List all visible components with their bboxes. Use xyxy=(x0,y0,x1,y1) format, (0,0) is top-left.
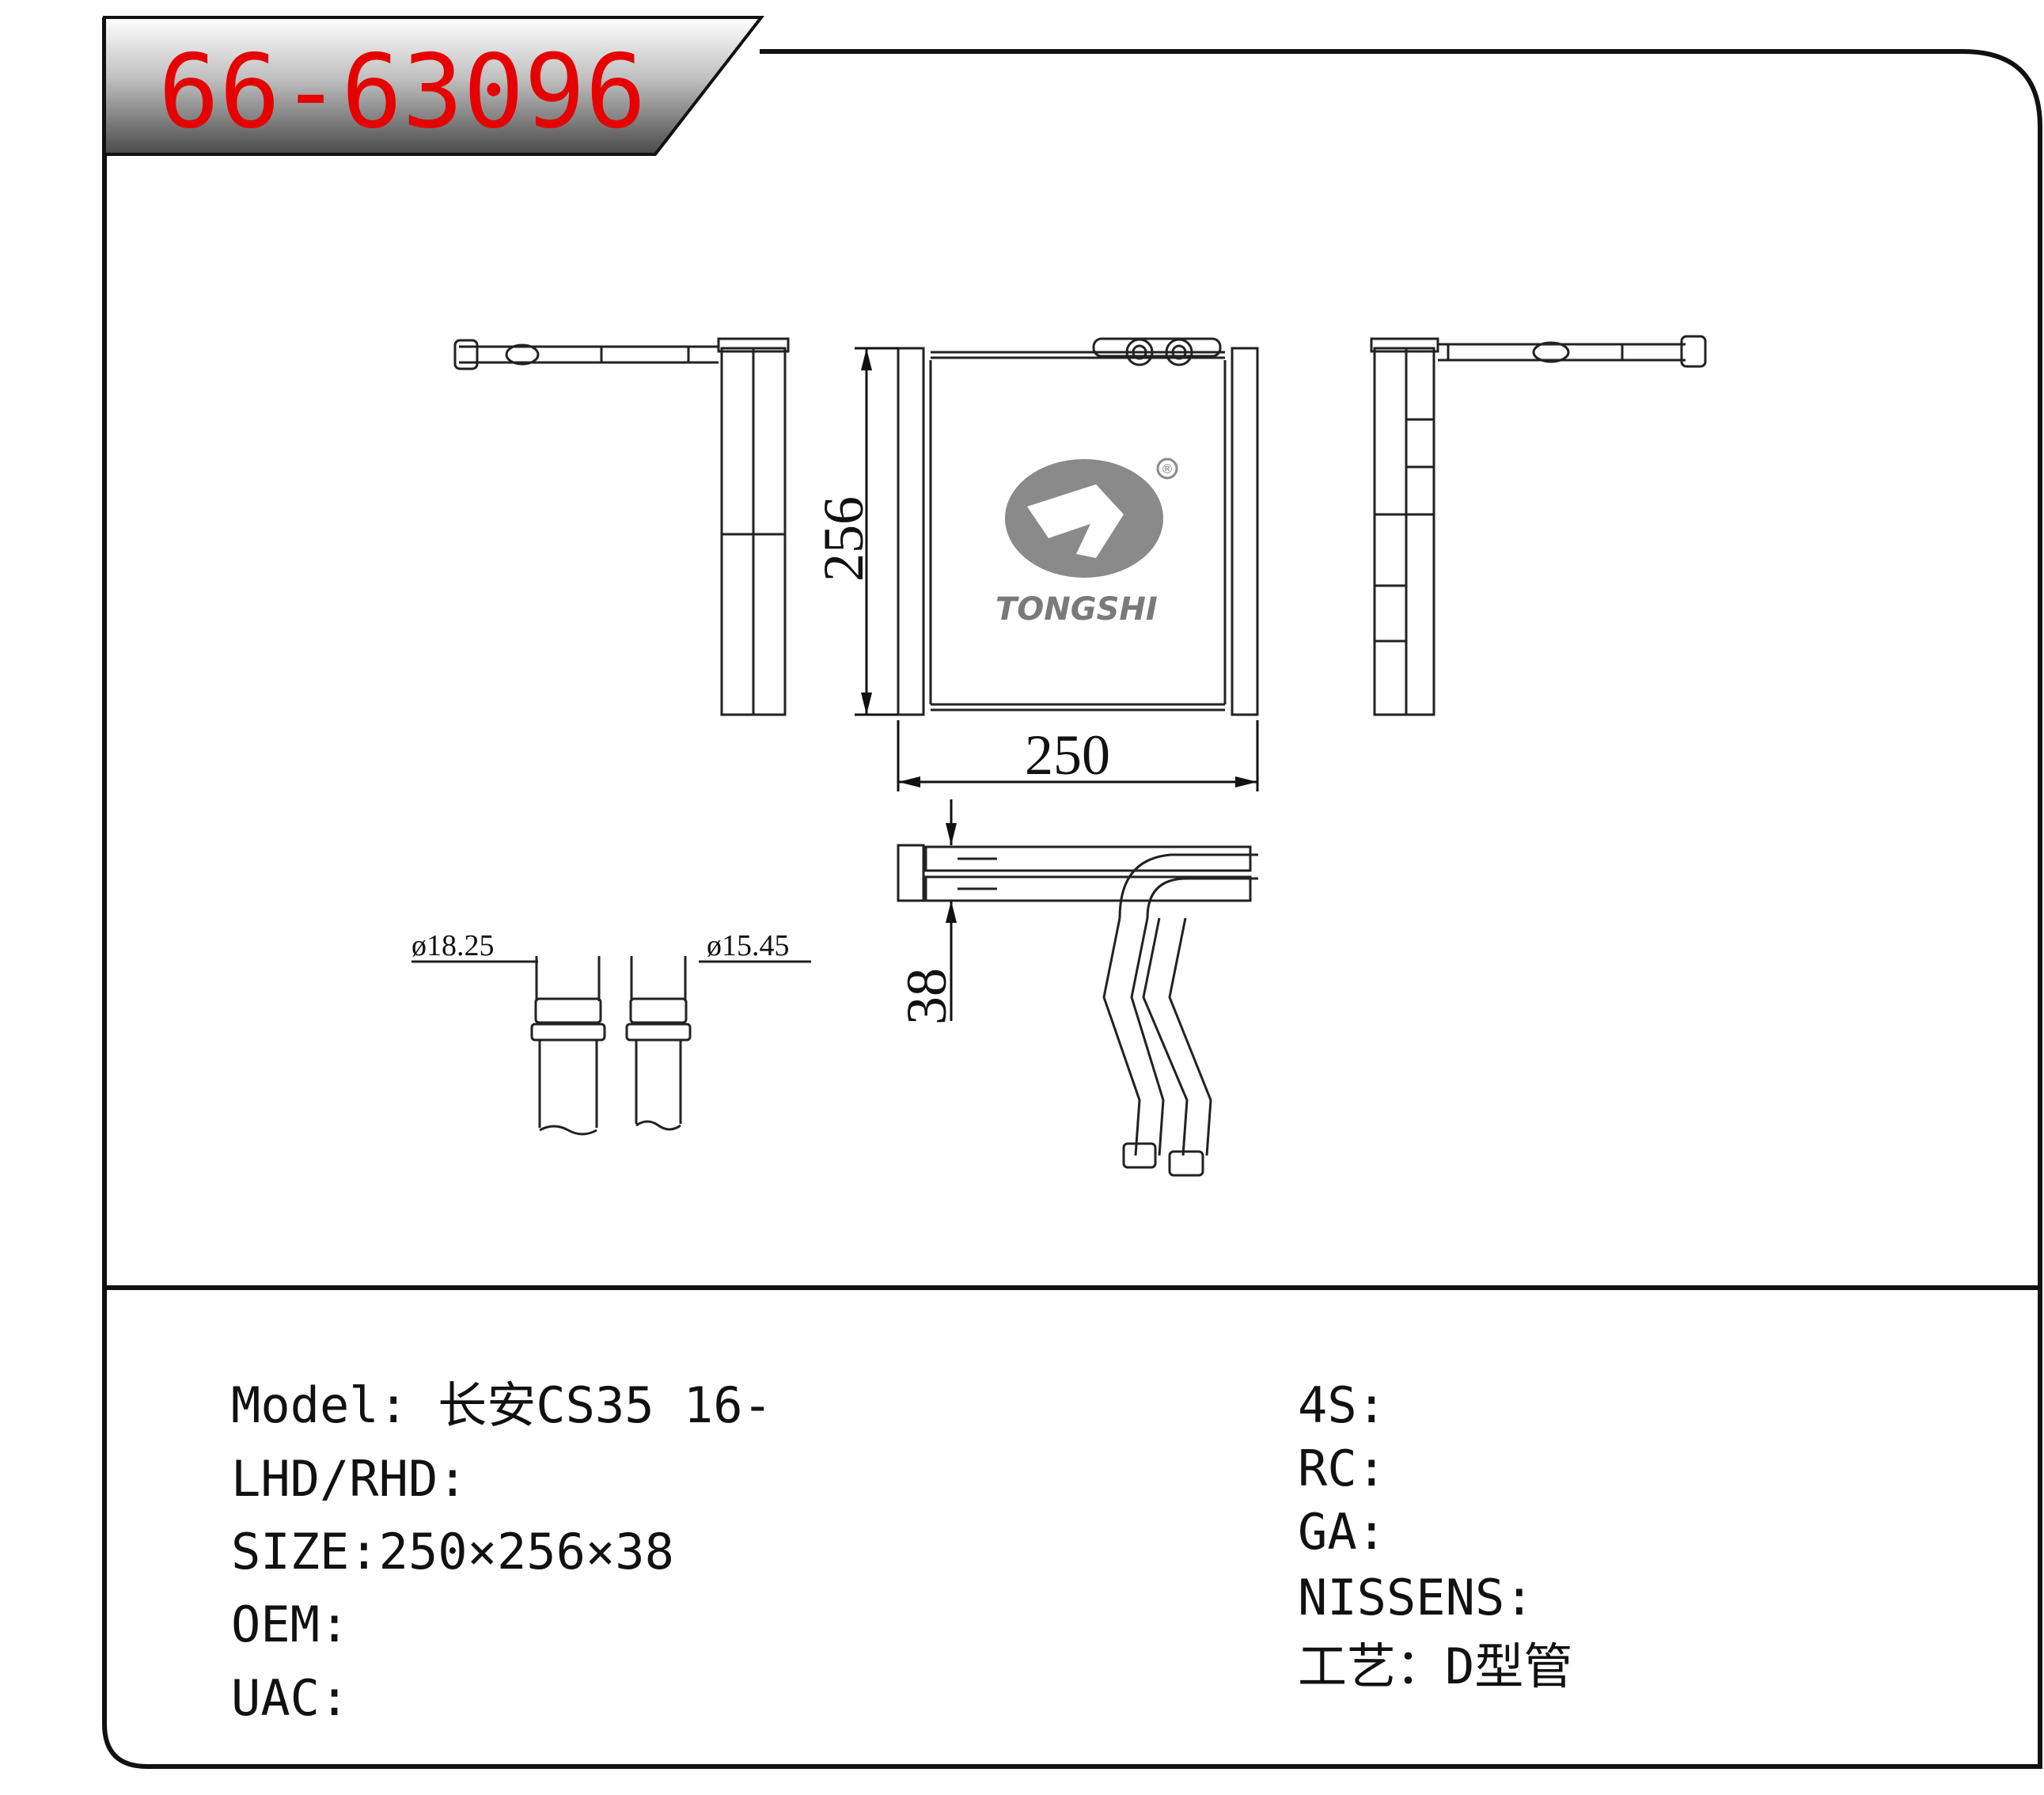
right-side-view xyxy=(1370,335,1707,716)
pipe-dia-1-label: ø18.25 xyxy=(411,929,495,962)
spec-nissens: NISSENS: xyxy=(1298,1569,1534,1626)
pipe-dia-2-label: ø15.45 xyxy=(707,929,790,962)
pipe-fitting-1 xyxy=(411,956,606,1136)
registered-mark: ® xyxy=(1161,461,1174,476)
spec-process: 工艺：D型管 xyxy=(1298,1638,1573,1695)
part-code-tab: 66-63096 xyxy=(103,16,765,156)
dimension-width xyxy=(897,720,1259,791)
spec-uac: UAC: xyxy=(231,1669,350,1727)
spec-4s: 4S: xyxy=(1298,1376,1386,1434)
dimension-depth-label: 38 xyxy=(895,968,958,1025)
dimension-depth xyxy=(946,799,957,1021)
spec-model: Model: 长安CS35 16- xyxy=(231,1376,772,1434)
spec-ga: GA: xyxy=(1298,1503,1386,1561)
spec-size: SIZE:250×256×38 xyxy=(231,1523,674,1581)
spec-oem: OEM: xyxy=(231,1596,350,1653)
front-view xyxy=(897,337,1259,716)
part-code: 66-63096 xyxy=(158,33,647,151)
tongshi-logo: ® TONGSHI xyxy=(995,457,1178,628)
spec-lhd-rhd: LHD/RHD: xyxy=(231,1450,468,1508)
pipe-fitting-2 xyxy=(625,956,811,1131)
left-side-view xyxy=(453,337,790,716)
dimension-height xyxy=(855,347,898,716)
spec-rc: RC: xyxy=(1298,1440,1386,1497)
dimension-height-label: 256 xyxy=(812,496,875,582)
brand-name: TONGSHI xyxy=(995,591,1158,628)
outer-frame xyxy=(102,17,2042,1769)
top-view xyxy=(897,844,1258,1177)
dimension-width-label: 250 xyxy=(1025,723,1110,787)
